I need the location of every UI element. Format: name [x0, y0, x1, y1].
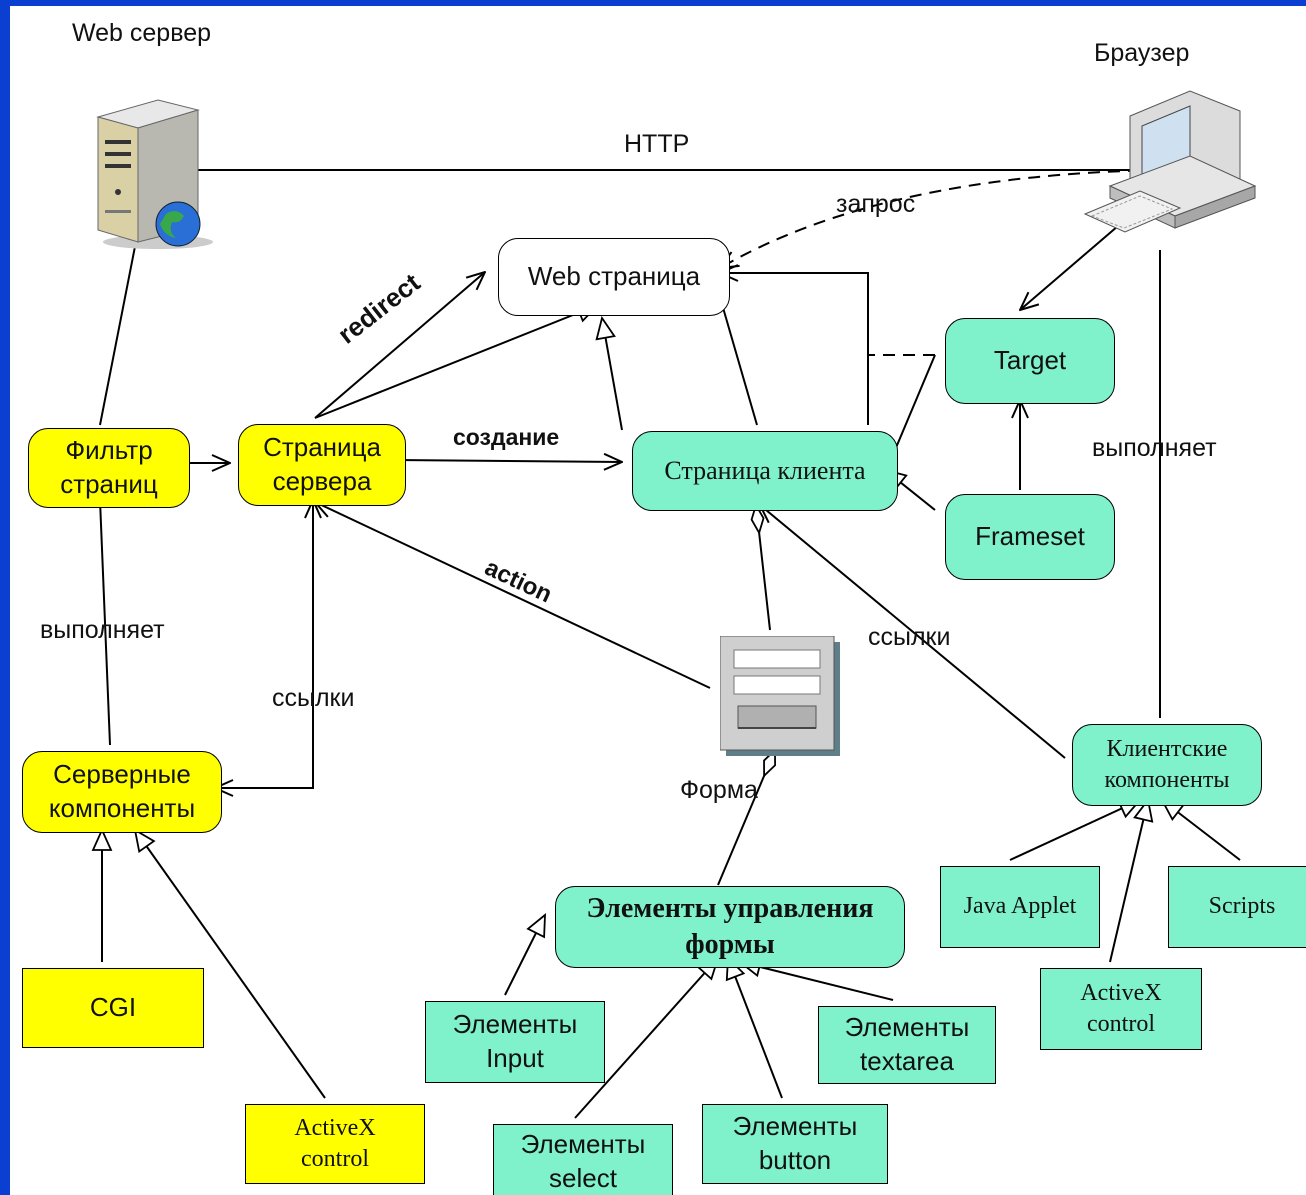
button-elements-node: Элементы button [702, 1104, 888, 1184]
frameset-node: Frameset [945, 494, 1115, 580]
creation-label: создание [453, 424, 560, 450]
server-page-node: Страница сервера [238, 424, 406, 506]
form-controls-node: Элементы управления формы [555, 886, 905, 968]
java-applet-node: Java Applet [940, 866, 1100, 948]
request-label: запрос [836, 190, 916, 218]
form-icon [719, 635, 840, 756]
http-label: HTTP [624, 130, 690, 158]
select-elements-node: Элементы select [493, 1124, 673, 1195]
links-label-client: ссылки [868, 623, 951, 651]
target-node: Target [945, 318, 1115, 404]
desktop-computer-icon [1080, 86, 1270, 256]
executes-label-server: выполняет [40, 616, 165, 644]
links-label-server: ссылки [272, 684, 355, 712]
server-components-node: Серверные компоненты [22, 751, 222, 833]
browser-title: Браузер [1094, 39, 1190, 67]
executes-label-browser: выполняет [1092, 434, 1217, 462]
page-filter-node: Фильтр страниц [28, 428, 190, 508]
cgi-node: CGI [22, 968, 204, 1048]
activex-control-client-node: ActiveX control [1040, 968, 1202, 1050]
scripts-node: Scripts [1168, 866, 1306, 948]
form-label: Форма [680, 776, 758, 804]
input-elements-node: Элементы Input [425, 1001, 605, 1083]
textarea-elements-node: Элементы textarea [818, 1006, 996, 1084]
web-page-node: Web страница [498, 238, 730, 316]
server-tower-icon [88, 92, 228, 252]
diagram-canvas: Web сервер Браузер Web страница Фильтр с… [10, 6, 1306, 1195]
web-server-title: Web сервер [72, 19, 212, 47]
client-page-node: Страница клиента [632, 431, 898, 511]
activex-control-server-node: ActiveX control [245, 1104, 425, 1184]
client-components-node: Клиентские компоненты [1072, 724, 1262, 806]
